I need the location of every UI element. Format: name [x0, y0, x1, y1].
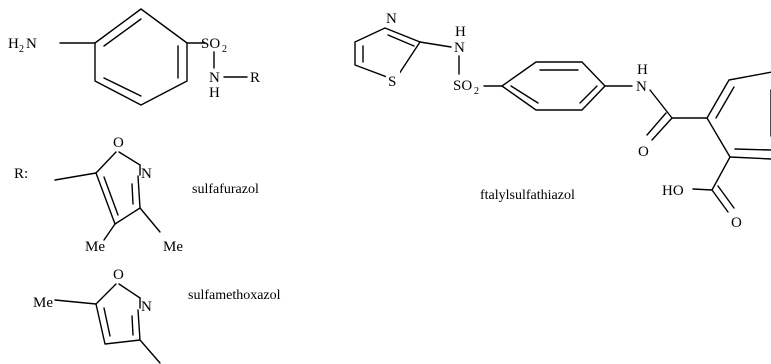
thiazole-nh-bond [419, 41, 452, 48]
amide-n-label: N [209, 70, 220, 86]
thiazole-n-label: N [386, 11, 397, 27]
ftalylsulfathiazol-structure: N S H N SO 2 H N O HO O [354, 8, 771, 231]
carbonyl-double-bond [651, 117, 673, 141]
sulfamethoxazol-name: sulfamethoxazol [188, 288, 281, 303]
carbonyl-double-bond [646, 112, 667, 136]
hydroxyl-label: HO [662, 183, 684, 199]
thiazole-s-label: S [388, 74, 396, 90]
carbonyl-o-label: O [638, 144, 649, 160]
r-definition-label: R: [14, 166, 28, 182]
sulfonyl-subscript: 2 [474, 86, 479, 97]
amide-h-label: H [637, 62, 648, 78]
sulfonyl-label: SO [201, 36, 220, 52]
isoxazole-o-ring-bond [118, 151, 141, 166]
r-group-label: R [250, 70, 260, 86]
methyl-label-c3: Me [163, 239, 183, 255]
isoxazole-double-bond [131, 315, 134, 336]
amine-n-label: N [26, 36, 37, 52]
central-benzene-ring [501, 61, 606, 111]
attachment-bond [139, 339, 161, 364]
sulfamethoxazol-substituent: Me O N sulfamethoxazol [33, 267, 281, 364]
sulfonamide-n-label: N [454, 40, 465, 56]
carboxyl-double-bond [711, 189, 729, 213]
isoxazole-o-ring-bond [118, 283, 141, 299]
isoxazole-o-label: O [113, 267, 124, 283]
methyl-label-c5: Me [33, 295, 53, 311]
isoxazole-n-label: N [141, 299, 152, 315]
scaffold-benzene-ring [94, 8, 188, 106]
carboxyl-double-bond [717, 185, 735, 209]
sulfafurazol-substituent: R: O N Me Me sulfafurazol [14, 135, 259, 255]
scaffold-ring-double-bond [103, 18, 142, 47]
amine-h-label: H [8, 36, 19, 52]
phthalyl-double-bond [734, 148, 771, 151]
methyl-bond-c5 [54, 299, 97, 305]
thiazole-double-bond [387, 34, 415, 47]
sulfafurazol-name: sulfafurazol [192, 182, 259, 197]
isoxazole-double-bond [103, 176, 119, 216]
isoxazole-double-bond [103, 307, 111, 337]
label-mask [386, 68, 400, 86]
ftalylsulfathiazol-name: ftalylsulfathiazol [480, 188, 575, 203]
phthalyl-benzene-ring [706, 71, 771, 160]
label-mask [385, 8, 399, 26]
scaffold-ring-double-bond [103, 77, 142, 97]
amide-h-label: H [209, 85, 220, 101]
sulfonamide-scaffold: H 2 N SO 2 N H R [8, 8, 260, 106]
thiazole-ring [354, 27, 421, 81]
isoxazole-n-label: N [141, 166, 152, 182]
methyl-bond-c4 [103, 223, 116, 241]
methyl-label-c4: Me [85, 239, 105, 255]
carboxyl-oh-bond [692, 188, 713, 191]
ring-carboxyl-bond [711, 156, 731, 191]
nh-carbonyl-bond [649, 89, 673, 119]
phthalyl-double-bond [715, 86, 735, 119]
benzene-double-bond [510, 85, 539, 104]
sulfonamide-h-label: H [455, 24, 466, 40]
amide-n-label: N [636, 79, 647, 95]
amine-h-subscript: 2 [19, 44, 24, 55]
isoxazole-ring [95, 283, 141, 345]
sulfonyl-subscript: 2 [222, 44, 227, 55]
carboxyl-o-label: O [731, 215, 742, 231]
isoxazole-double-bond [131, 183, 134, 205]
isoxazole-o-label: O [113, 135, 124, 151]
methyl-bond-c3 [139, 207, 161, 233]
sulfonyl-label: SO [453, 78, 472, 94]
benzene-double-bond [579, 85, 598, 104]
attachment-bond [54, 172, 97, 181]
